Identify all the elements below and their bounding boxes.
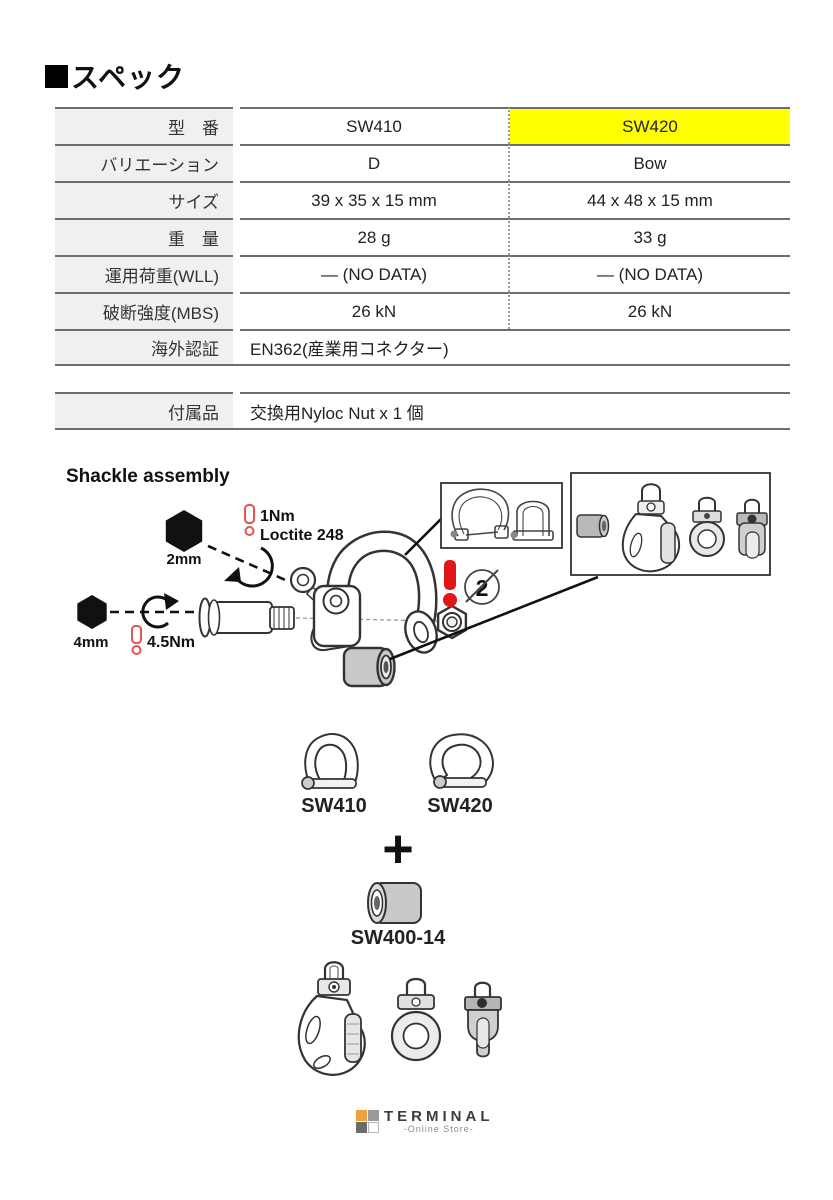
row-value-sw420-highlight: SW420 <box>510 107 790 144</box>
row-label: 型 番 <box>55 107 233 144</box>
logo-square-white <box>368 1122 379 1133</box>
table-gap <box>233 292 240 329</box>
section-title: スペック <box>45 56 185 96</box>
warning-exclamation-icon <box>443 560 457 607</box>
row-label: 運用荷重(WLL) <box>55 255 233 292</box>
accessory-table: 付属品 交換用Nyloc Nut x 1 個 <box>55 392 790 430</box>
sw420-shackle-drawing <box>429 733 495 789</box>
sw400-14-spacer-drawing <box>367 882 422 924</box>
row-value-sw420: ― (NO DATA) <box>510 255 790 292</box>
logo-square-orange <box>356 1110 367 1121</box>
assembly-diagram: Shackle assembly 2mm 1Nm Loctite 248 <box>66 466 771 688</box>
table-row-model: 型 番 SW410 SW420 <box>55 107 790 144</box>
loctite-label: Loctite 248 <box>260 527 344 544</box>
row-value-sw410: 28 g <box>240 218 510 255</box>
row-label: 破断強度(MBS) <box>55 292 233 329</box>
clevis-connector-large-drawing <box>464 981 502 1058</box>
clevis-connector-drawing <box>736 498 768 559</box>
row-value-sw410: 39 x 35 x 15 mm <box>240 181 510 218</box>
table-row-variation: バリエーション D Bow <box>55 144 790 181</box>
table-gap <box>233 218 240 255</box>
bow-shackle-outline <box>450 488 510 541</box>
logo-square-grey <box>368 1110 379 1121</box>
row-value-sw420: Bow <box>510 144 790 181</box>
plus-sign: + <box>382 819 414 879</box>
row-value-sw420: 44 x 48 x 15 mm <box>510 181 790 218</box>
dashed-line-top <box>207 544 291 584</box>
logo-brand: TERMINAL <box>384 1108 494 1125</box>
table-gap <box>233 329 240 366</box>
row-value-span: EN362(産業用コネクター) <box>240 329 790 366</box>
sw410-label: SW410 <box>301 795 367 817</box>
callout-line-products <box>389 575 599 661</box>
row-value-sw410: ― (NO DATA) <box>240 255 510 292</box>
row-value-sw420: 26 kN <box>510 292 790 329</box>
table-row-size: サイズ 39 x 35 x 15 mm 44 x 48 x 15 mm <box>55 181 790 218</box>
row-value-sw420: 33 g <box>510 218 790 255</box>
torque-45nm-label: 4.5Nm <box>147 634 195 651</box>
spec-table: 型 番 SW410 SW420 バリエーション D Bow サイズ 39 x 3… <box>55 107 790 366</box>
table-row-mbs: 破断強度(MBS) 26 kN 26 kN <box>55 292 790 329</box>
no-reuse-count: 2 <box>476 575 489 601</box>
nyloc-nut-drawing <box>436 604 468 640</box>
shackle-body-drawing <box>310 530 438 654</box>
table-gap <box>233 255 240 292</box>
logo-subtitle: -Online Store- <box>403 1124 474 1134</box>
shackle-pin-drawing <box>198 597 295 638</box>
table-row-weight: 重 量 28 g 33 g <box>55 218 790 255</box>
rotation-arrow-cw-icon <box>141 593 179 629</box>
logo-text: TERMINAL -Online Store- <box>384 1109 494 1134</box>
eye-hook-large-drawing <box>390 977 442 1062</box>
no-reuse-icon: 2 <box>464 569 500 605</box>
row-label: 重 量 <box>55 218 233 255</box>
torque-1nm-warning-icon <box>244 504 255 536</box>
row-value-sw410: D <box>240 144 510 181</box>
sw410-shackle-drawing <box>301 733 359 790</box>
row-value-sw410: 26 kN <box>240 292 510 329</box>
compatible-products-box <box>570 472 771 576</box>
wrench-2mm-label: 2mm <box>166 551 201 568</box>
latch-hook-large-drawing <box>297 961 366 1076</box>
section-square-marker <box>45 64 68 88</box>
table-gap <box>233 144 240 181</box>
d-shackle-outline <box>510 500 554 541</box>
row-value-sw410: SW410 <box>240 107 510 144</box>
section-title-text: スペック <box>71 62 186 93</box>
logo-square-darkgrey <box>356 1122 367 1133</box>
latch-hook-drawing <box>621 483 681 573</box>
row-label: サイズ <box>55 181 233 218</box>
eye-hook-drawing <box>689 496 725 557</box>
table-gap <box>233 107 240 144</box>
table-row-wll: 運用荷重(WLL) ― (NO DATA) ― (NO DATA) <box>55 255 790 292</box>
torque-45nm-warning-icon <box>131 625 142 655</box>
rotation-arrow-ccw-icon <box>224 546 274 588</box>
hex-wrench-2mm-icon: 2mm <box>165 510 203 568</box>
table-gap <box>233 392 240 430</box>
hex-wrench-4mm-icon: 4mm <box>73 595 109 651</box>
table-row-certification: 海外認証 EN362(産業用コネクター) <box>55 329 790 366</box>
sw420-label: SW420 <box>427 795 493 817</box>
shackle-variants-box <box>440 482 563 549</box>
spacer-roller-drawing <box>342 646 396 688</box>
callout-line-shackles <box>404 517 443 556</box>
row-value-span: 交換用Nyloc Nut x 1 個 <box>240 392 790 430</box>
product-combination-diagram: SW410 SW420 + SW400-14 <box>301 733 495 949</box>
sw400-14-label: SW400-14 <box>351 927 446 949</box>
row-label: バリエーション <box>55 144 233 181</box>
table-gap <box>233 181 240 218</box>
assembly-title: Shackle assembly <box>66 466 230 487</box>
sleeve-drawing <box>576 514 610 538</box>
row-label: 海外認証 <box>55 329 233 366</box>
torque-1nm-label: 1Nm <box>260 508 295 525</box>
compatible-hooks-drawing <box>297 961 502 1076</box>
wrench-4mm-label: 4mm <box>73 634 108 651</box>
row-label: 付属品 <box>55 392 233 430</box>
store-logo: TERMINAL -Online Store- <box>356 1109 494 1134</box>
table-row-accessory: 付属品 交換用Nyloc Nut x 1 個 <box>55 392 790 430</box>
logo-squares-icon <box>356 1110 379 1133</box>
